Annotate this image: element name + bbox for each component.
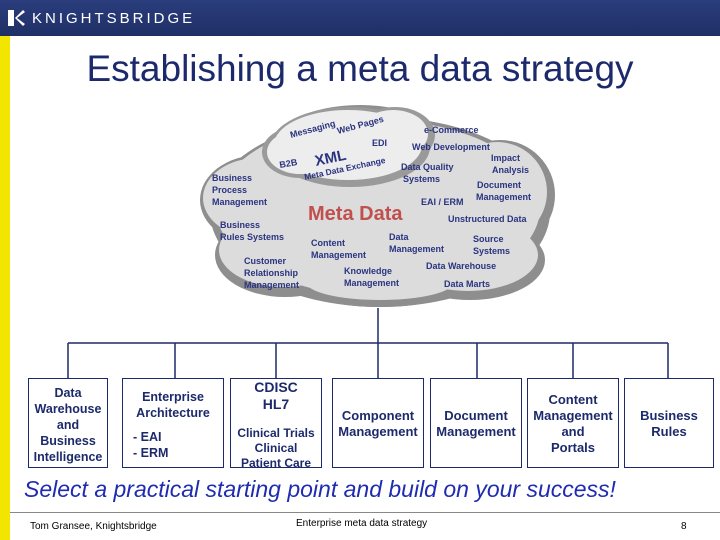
footer-divider xyxy=(10,512,720,513)
box-line: - ERM xyxy=(133,446,169,460)
cloud-item: Source xyxy=(473,234,504,244)
footer-author: Tom Gransee, Knightsbridge xyxy=(30,521,157,532)
strategy-box-component-management: Component Management xyxy=(332,378,424,468)
slide-title: Establishing a meta data strategy xyxy=(86,48,634,89)
footer-page-number: 8 xyxy=(681,521,687,532)
cloud-item: Business xyxy=(220,220,260,230)
knightsbridge-logo-icon xyxy=(8,10,25,26)
cloud-xml-label: XML xyxy=(313,147,348,170)
box-line: and xyxy=(56,418,80,432)
box-line: Content xyxy=(548,392,598,407)
box-line: Data xyxy=(54,386,82,400)
cloud-item: Management xyxy=(476,192,531,202)
cloud-item: Management xyxy=(244,280,299,290)
cloud-item: Process xyxy=(212,185,247,195)
cloud-item: Rules Systems xyxy=(220,232,284,242)
cloud-item: Content xyxy=(311,238,345,248)
box-spacer xyxy=(123,421,223,429)
logo-text: KNIGHTSBRIDGE xyxy=(32,9,196,27)
cloud-item: Management xyxy=(389,244,444,254)
box-line: - EAI xyxy=(133,430,162,444)
box-line: Management xyxy=(436,424,516,439)
box-line: Clinical Trials xyxy=(237,426,315,440)
box-line: Architecture xyxy=(136,406,210,420)
box-line: Management xyxy=(338,424,418,439)
box-line: Management xyxy=(533,408,613,423)
box-line: Patient Care xyxy=(240,456,312,470)
cloud-item: Document xyxy=(477,180,521,190)
box-line: Clinical xyxy=(254,441,298,455)
box-line: Business xyxy=(640,408,698,423)
box-spacer xyxy=(231,413,321,426)
cloud-item: Management xyxy=(212,197,267,207)
strategy-box-data-warehouse: Data Warehouse and Business Intelligence xyxy=(28,378,108,468)
box-line: and xyxy=(561,424,585,439)
cloud-item: Data Quality xyxy=(401,162,454,172)
tagline: Select a practical starting point and bu… xyxy=(24,476,616,502)
box-line: Document xyxy=(444,408,508,423)
box-line: Component xyxy=(341,408,415,423)
box-line: HL7 xyxy=(262,396,290,412)
box-line: Rules xyxy=(651,424,687,439)
cloud-item: Unstructured Data xyxy=(448,214,528,224)
strategy-box-content-management: Content Management and Portals xyxy=(527,378,619,468)
cloud-item: e-Commerce xyxy=(424,125,479,135)
strategy-box-cdisc: CDISC HL7 Clinical Trials Clinical Patie… xyxy=(230,378,322,470)
cloud-item: Analysis xyxy=(492,165,529,175)
strategy-box-enterprise-architecture: Enterprise Architecture - EAI - ERM xyxy=(122,378,224,468)
box-line: Warehouse xyxy=(34,402,102,416)
strategy-box-business-rules: Business Rules xyxy=(624,378,714,468)
box-line: Portals xyxy=(550,440,596,455)
cloud-item: Knowledge xyxy=(344,266,392,276)
footer-title: Enterprise meta data strategy xyxy=(296,518,428,529)
connector-lines xyxy=(67,308,669,378)
box-line: Enterprise xyxy=(142,390,204,404)
cloud-item: Management xyxy=(344,278,399,288)
box-line: Intelligence xyxy=(33,450,103,464)
left-accent-strip xyxy=(0,36,10,540)
logo: KNIGHTSBRIDGE xyxy=(6,8,195,28)
cloud-item: Data Warehouse xyxy=(426,261,496,271)
cloud-item: Business xyxy=(212,173,252,183)
cloud-item: Web Development xyxy=(412,142,490,152)
box-line: CDISC xyxy=(254,379,298,395)
cloud-item: Data xyxy=(389,232,410,242)
box-line: Business xyxy=(40,434,96,448)
cloud-item: EDI xyxy=(372,138,387,148)
cloud-item: Systems xyxy=(403,174,440,184)
cloud-item: Systems xyxy=(473,246,510,256)
cloud-item: EAI / ERM xyxy=(421,197,464,207)
cloud-item: B2B xyxy=(279,157,299,170)
header-bar: KNIGHTSBRIDGE xyxy=(0,0,720,36)
cloud-item: Impact xyxy=(491,153,520,163)
cloud-item: Management xyxy=(311,250,366,260)
cloud-item: Relationship xyxy=(244,268,299,278)
strategy-box-document-management: Document Management xyxy=(430,378,522,468)
cloud-item: Customer xyxy=(244,256,287,266)
meta-data-cloud: Meta Data XML Messaging Web Pages e-Comm… xyxy=(200,105,555,307)
cloud-item: Data Marts xyxy=(444,279,490,289)
cloud-center-label: Meta Data xyxy=(308,203,403,225)
